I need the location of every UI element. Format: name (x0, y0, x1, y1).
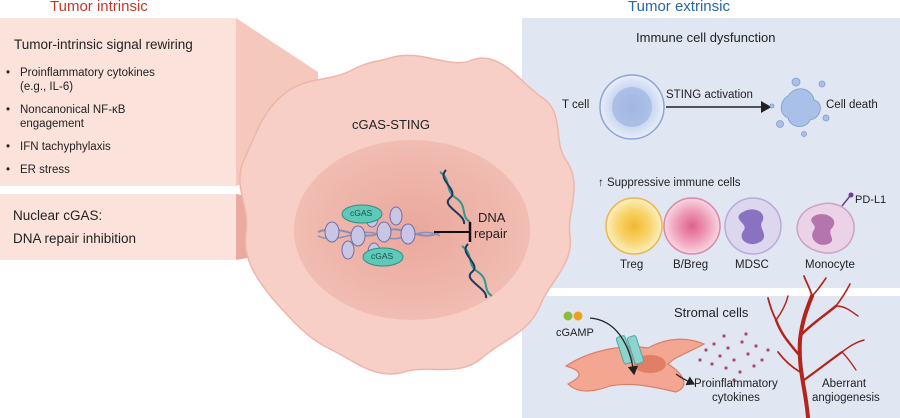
treg-label: Treg (620, 259, 644, 271)
monocyte-label: Monocyte (805, 259, 855, 271)
cgamp-entry-arrow (589, 317, 639, 376)
intrinsic-signal-box (0, 18, 236, 186)
mdsc-label: MDSC (735, 259, 769, 271)
cgas-sting-label: cGAS-STING (352, 117, 431, 132)
cgamp-molecule-orange (573, 311, 583, 321)
stromal-panel-title: Stromal cells (674, 305, 749, 320)
nuclear-cgas-box (0, 194, 236, 260)
mdsc-cell (724, 197, 782, 255)
repair-label: repair (474, 226, 508, 241)
pd-l1-label: PD-L1 (855, 194, 887, 206)
cell-death-label: Cell death (826, 99, 878, 111)
cgamp-molecule-green (563, 311, 573, 321)
bullet-er-stress: ER stress (6, 163, 226, 177)
angiogenesis-label-1: Aberrant (822, 378, 867, 390)
cytokine-arrow (675, 373, 696, 386)
cgas-protein-top (341, 204, 383, 224)
tumor-extrinsic-header: Tumor extrinsic (628, 0, 730, 15)
blood-vessel (767, 275, 865, 418)
sting-channel (615, 335, 645, 365)
cgas-bottom-label: cGAS (371, 251, 394, 261)
immune-panel-title: Immune cell dysfunction (636, 30, 776, 45)
b-breg-cell (663, 197, 721, 255)
dna-label: DNA (478, 210, 506, 225)
suppressive-cells-label: ↑ Suppressive immune cells (598, 177, 741, 189)
nuclear-cgas-label: Nuclear cGAS: (13, 208, 103, 223)
dead-cell-fragments (769, 77, 830, 137)
cgamp-label: cGAMP (556, 327, 594, 339)
bullet-ifn: IFN tachyphylaxis (6, 140, 226, 154)
b-breg-label: B/Breg (673, 259, 709, 271)
dna-helix-top (439, 169, 471, 225)
dna-repair-inhibition-label: DNA repair inhibition (13, 231, 137, 246)
intrinsic-title: Tumor-intrinsic signal rewiring (14, 37, 193, 52)
cytokine-dots (698, 332, 770, 382)
bullet-nfkb: Noncanonical NF-κB engagement (6, 103, 226, 131)
angiogenesis-label-2: angiogenesis (812, 392, 880, 404)
monocyte-cell (796, 192, 855, 254)
cgas-protein-bottom (362, 247, 404, 267)
cytokines-label-2: cytokines (712, 392, 760, 404)
sting-activation-label: STING activation (666, 89, 753, 101)
cgas-top-label: cGAS (350, 208, 373, 218)
treg-cell (605, 197, 663, 255)
t-cell-label: T cell (562, 99, 590, 111)
intrinsic-bullet-list: Proinflammatory cytokines (e.g., IL-6) N… (6, 66, 226, 186)
tumor-intrinsic-header: Tumor intrinsic (50, 0, 148, 15)
dna-helix-bottom (461, 243, 493, 299)
bullet-proinflammatory: Proinflammatory cytokines (e.g., IL-6) (6, 66, 226, 94)
cytokines-label-1: Proinflammatory (694, 378, 778, 390)
